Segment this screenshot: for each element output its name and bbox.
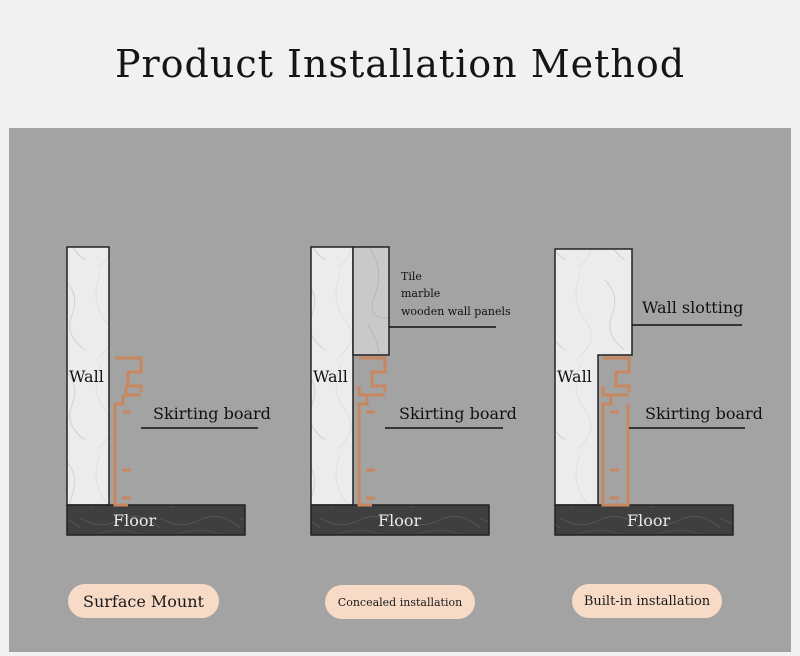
cladding-label-tile: Tile — [401, 270, 422, 283]
surface-mount-badge: Surface Mount — [68, 584, 219, 618]
wall-label: Wall — [313, 367, 348, 386]
concealed-installation-diagram — [310, 246, 503, 536]
diagram-panel — [9, 128, 791, 652]
cladding-label-marble: marble — [401, 287, 441, 300]
concealed-installation-badge: Concealed installation — [325, 585, 475, 619]
installation-diagrams — [66, 246, 745, 536]
wall-label: Wall — [69, 367, 104, 386]
built-in-installation-badge: Built-in installation — [572, 584, 722, 618]
skirting-board-label: Skirting board — [153, 404, 271, 423]
floor-label: Floor — [378, 511, 422, 530]
cladding-panel — [352, 246, 390, 356]
skirting-board-label: Skirting board — [399, 404, 517, 423]
floor-label: Floor — [113, 511, 157, 530]
built-in-installation-diagram — [554, 248, 745, 536]
cladding-label-wooden-panels: wooden wall panels — [401, 305, 511, 318]
floor-label: Floor — [627, 511, 671, 530]
wall-slotting-label: Wall slotting — [642, 298, 744, 317]
floor-block — [66, 504, 246, 536]
skirting-profile — [357, 356, 387, 507]
floor-block — [554, 504, 734, 536]
skirting-profile — [113, 356, 143, 507]
wall-block — [66, 246, 110, 506]
skirting-board-label: Skirting board — [645, 404, 763, 423]
floor-block — [310, 504, 490, 536]
wall-label: Wall — [557, 367, 592, 386]
skirting-profile — [601, 356, 631, 507]
page-title: Product Installation Method — [114, 42, 686, 86]
surface-mount-diagram — [66, 246, 258, 536]
